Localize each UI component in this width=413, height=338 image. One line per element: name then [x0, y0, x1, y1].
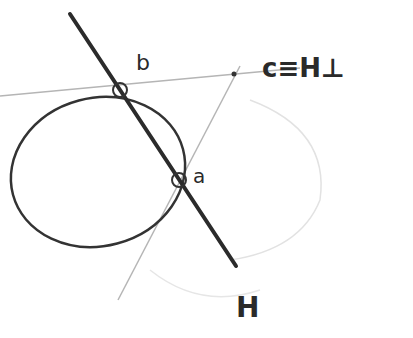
line-h [70, 14, 236, 266]
point-label: a [193, 166, 205, 186]
pole-point [232, 72, 237, 77]
point-marker [172, 173, 186, 187]
point-label: b [136, 52, 150, 74]
tangent-line [0, 68, 300, 96]
faint-arc [230, 100, 321, 260]
faint-arc [150, 270, 260, 297]
line-label: H [236, 294, 259, 322]
point-marker [113, 83, 127, 97]
pole-label: c≡H⊥ [262, 55, 345, 81]
